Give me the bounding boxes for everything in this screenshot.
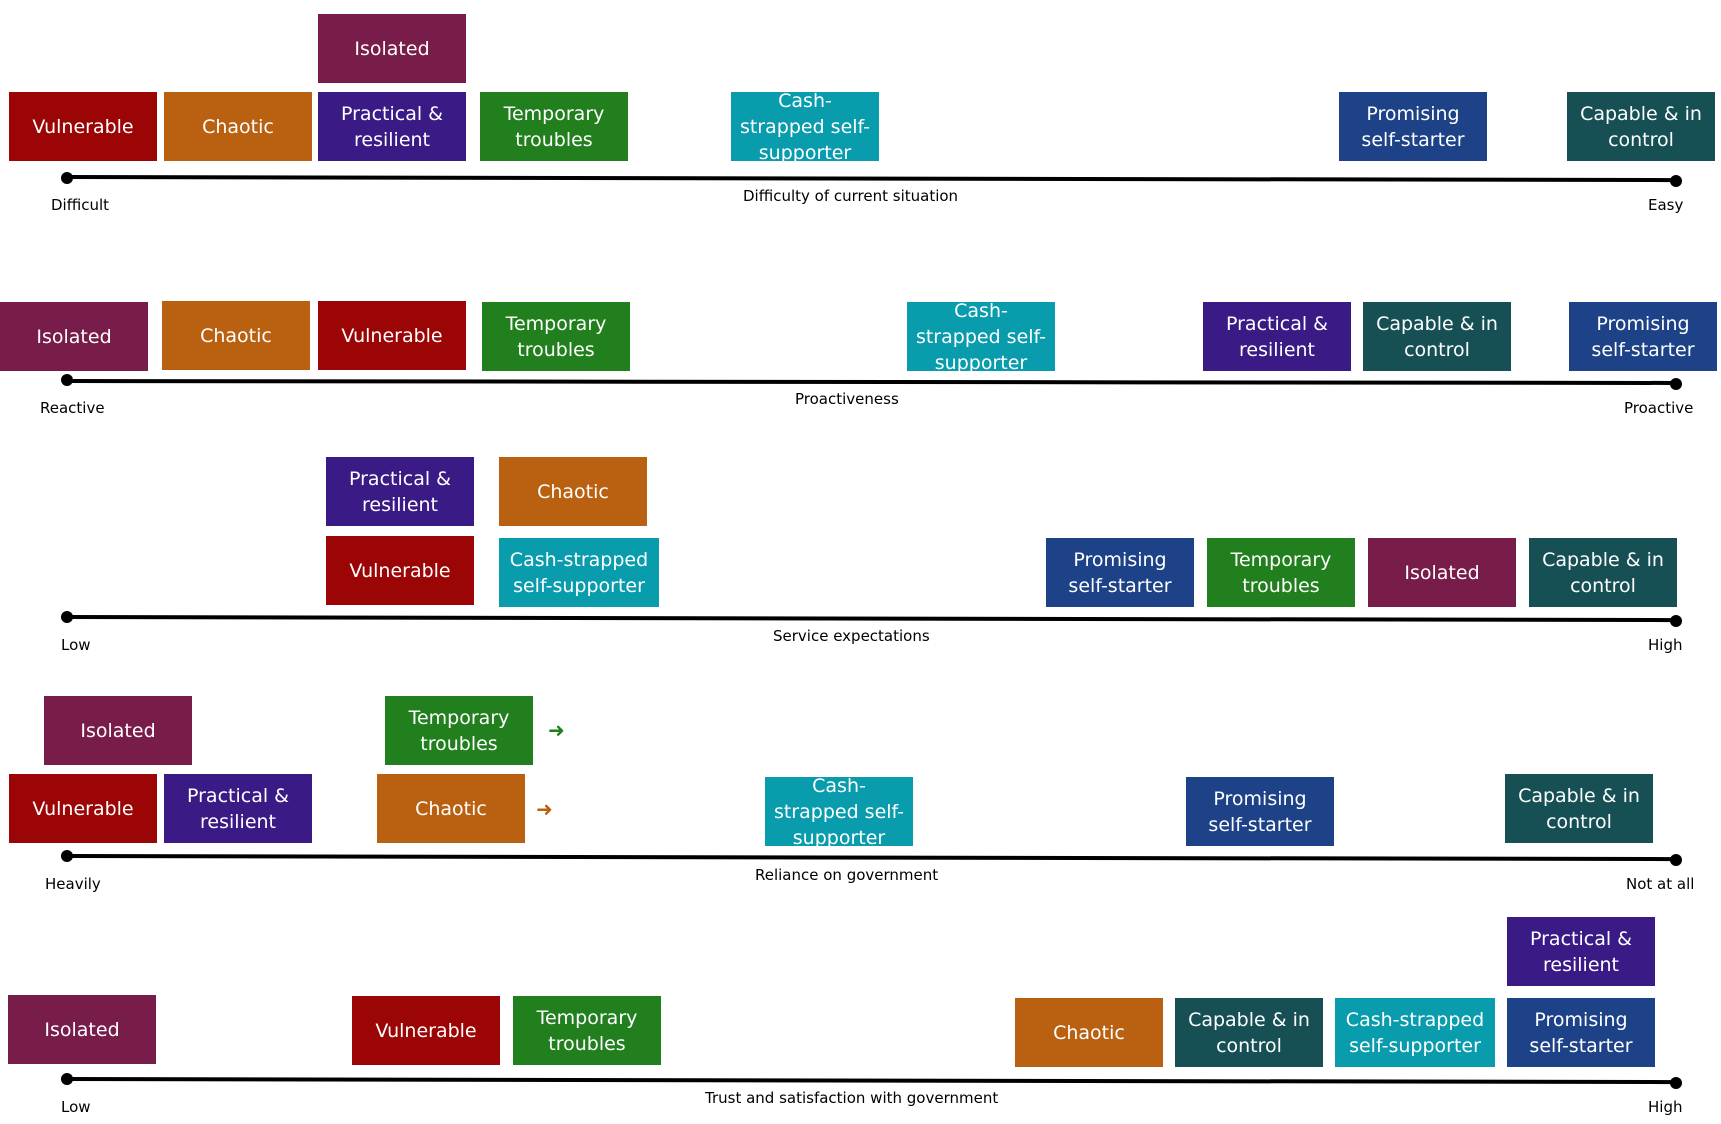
- segment-promising-starter: Promising self-starter: [1507, 998, 1655, 1067]
- segment-temporary-troubles: Temporary troubles: [1207, 538, 1355, 607]
- axis-title: Trust and satisfaction with government: [705, 1089, 999, 1107]
- axis-right-label: High: [1648, 1098, 1683, 1116]
- axis-right-label: Proactive: [1624, 399, 1694, 417]
- axis-difficulty: Vulnerable Chaotic Isolated Practical & …: [0, 0, 1721, 214]
- segment-promising-starter: Promising self-starter: [1046, 538, 1194, 607]
- segment-cash-strapped: Cash-strapped self-supporter: [499, 538, 659, 607]
- segment-capable-control: Capable & in control: [1175, 998, 1323, 1067]
- segment-cash-strapped: Cash-strapped self-supporter: [731, 92, 879, 161]
- axis-left-label: Heavily: [45, 875, 101, 893]
- segment-capable-control: Capable & in control: [1529, 538, 1677, 607]
- segment-chaotic: Chaotic: [162, 301, 310, 370]
- axis-right-label: Easy: [1648, 196, 1684, 214]
- segment-capable-control: Capable & in control: [1505, 774, 1653, 843]
- axis-end-dot: [1670, 615, 1682, 627]
- segment-capable-control: Capable & in control: [1363, 302, 1511, 371]
- segment-chaotic: Chaotic: [377, 774, 525, 843]
- axis-title: Proactiveness: [795, 390, 899, 408]
- segment-capable-control: Capable & in control: [1567, 92, 1715, 161]
- segment-vulnerable: Vulnerable: [318, 301, 466, 370]
- axis-left-label: Difficult: [51, 196, 110, 214]
- segment-isolated: Isolated: [1368, 538, 1516, 607]
- axis-proactiveness: Isolated Chaotic Vulnerable Temporary tr…: [0, 0, 1721, 440]
- axis-title: Reliance on government: [755, 866, 939, 884]
- axis-right-label: High: [1648, 636, 1683, 654]
- axis-service-expectations: Practical & resilient Chaotic Vulnerable…: [61, 457, 1683, 654]
- arrow-right-icon: ➜: [548, 720, 565, 742]
- segment-cash-strapped: Cash-strapped self-supporter: [1335, 998, 1495, 1067]
- axis-end-dot: [1670, 854, 1682, 866]
- segment-practical-resilient: Practical & resilient: [318, 92, 466, 161]
- arrow-right-icon: ➜: [536, 799, 553, 821]
- segment-isolated: Isolated: [8, 995, 156, 1064]
- axis-line: [65, 1077, 1677, 1085]
- segment-temporary-troubles: Temporary troubles: [482, 302, 630, 371]
- segment-vulnerable: Vulnerable: [9, 774, 157, 843]
- segment-practical-resilient: Practical & resilient: [1203, 302, 1351, 371]
- axis-left-label: Low: [61, 636, 91, 654]
- segment-promising-starter: Promising self-starter: [1569, 302, 1717, 371]
- segment-practical-resilient: Practical & resilient: [326, 457, 474, 526]
- axis-title: Difficulty of current situation: [743, 187, 959, 205]
- segment-temporary-troubles: Temporary troubles: [513, 996, 661, 1065]
- segment-chaotic: Chaotic: [164, 92, 312, 161]
- axis-reliance: Isolated Vulnerable Practical & resilien…: [9, 696, 1695, 893]
- segment-cash-strapped: Cash-strapped self-supporter: [907, 302, 1055, 371]
- segment-cash-strapped: Cash-strapped self-supporter: [765, 777, 913, 846]
- segment-isolated: Isolated: [318, 14, 466, 83]
- segment-vulnerable: Vulnerable: [326, 536, 474, 605]
- segment-chaotic: Chaotic: [1015, 998, 1163, 1067]
- segment-isolated: Isolated: [44, 696, 192, 765]
- axis-right-label: Not at all: [1626, 875, 1695, 893]
- axis-end-dot: [1670, 175, 1682, 187]
- segment-promising-starter: Promising self-starter: [1186, 777, 1334, 846]
- segment-practical-resilient: Practical & resilient: [164, 774, 312, 843]
- segment-isolated: Isolated: [0, 302, 148, 371]
- segment-temporary-troubles: Temporary troubles: [480, 92, 628, 161]
- axis-end-dot: [1670, 378, 1682, 390]
- segment-vulnerable: Vulnerable: [9, 92, 157, 161]
- segment-promising-starter: Promising self-starter: [1339, 92, 1487, 161]
- axis-end-dot: [1670, 1077, 1682, 1089]
- axis-title: Service expectations: [773, 627, 930, 645]
- segment-vulnerable: Vulnerable: [352, 996, 500, 1065]
- axis-left-label: Reactive: [40, 399, 105, 417]
- segment-practical-resilient: Practical & resilient: [1507, 917, 1655, 986]
- axis-left-label: Low: [61, 1098, 91, 1116]
- segment-temporary-troubles: Temporary troubles: [385, 696, 533, 765]
- segment-chaotic: Chaotic: [499, 457, 647, 526]
